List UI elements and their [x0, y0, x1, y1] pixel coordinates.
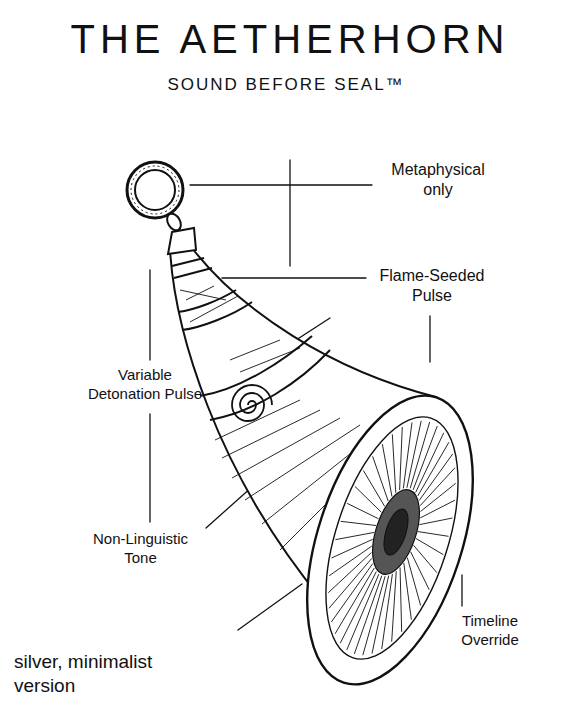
bell-rib: [418, 532, 449, 537]
bell-rib: [400, 568, 402, 632]
bell-rib: [332, 539, 373, 558]
bell-rib: [418, 442, 449, 496]
bell-rib: [407, 421, 421, 488]
callout-label: Flame-Seeded Pulse: [372, 266, 492, 306]
bell-rib: [410, 422, 429, 488]
horn-band: [200, 336, 312, 396]
bell-rib: [420, 468, 455, 506]
bell-rib: [419, 518, 452, 525]
callout-label: Variable Detonation Pulse: [80, 366, 210, 404]
ring-texture: [131, 166, 179, 214]
neck-collar: [168, 228, 196, 254]
bell-rib: [328, 552, 371, 592]
bell-rib: [414, 545, 437, 572]
subtitle: SOUND BEFORE SEAL™: [136, 74, 436, 95]
spiral-ornament: [232, 385, 272, 421]
bell-rib: [340, 572, 376, 644]
leader-line: [222, 277, 366, 278]
engraving-lines: [230, 340, 300, 372]
bell-inner-rim: [300, 401, 484, 675]
neck-band: [174, 268, 212, 278]
bell-rib: [382, 444, 392, 496]
horn-band: [178, 290, 236, 312]
ring-outer: [127, 162, 183, 218]
title: THE AETHERHORN: [4, 14, 572, 64]
bell-rib: [416, 433, 444, 493]
bell-throat-core: [379, 506, 413, 558]
bell-rib: [341, 521, 376, 525]
bell-rib: [416, 538, 443, 554]
bell-rib: [331, 564, 372, 622]
leader-line: [429, 316, 430, 362]
bell-rib: [407, 558, 420, 606]
leader-line: [289, 160, 290, 266]
bell: [275, 375, 505, 705]
neck-band: [172, 258, 204, 266]
bell-rim: [275, 375, 505, 705]
ring-inner: [135, 170, 175, 210]
ring: [127, 162, 184, 233]
note: silver, minimalist version: [14, 650, 184, 698]
bell-rib: [392, 434, 395, 492]
bell-rib: [335, 532, 374, 539]
callout-label: Timeline Override: [440, 612, 540, 650]
horn-band: [210, 350, 330, 420]
leader-line: [190, 184, 372, 185]
bell-rib: [419, 454, 452, 500]
bell-rib: [363, 576, 385, 655]
bell-rib: [403, 422, 412, 488]
bell-rib: [400, 427, 403, 490]
bell-rib: [363, 470, 384, 506]
callout-label: Metaphysical only: [378, 160, 498, 200]
bell-rib: [411, 552, 430, 590]
bell-ribs: [328, 421, 455, 655]
bell-rib: [392, 571, 397, 641]
bell-rib: [421, 483, 456, 511]
leader-line: [149, 270, 150, 360]
bell-rib: [347, 503, 378, 518]
bell-rib: [329, 558, 372, 608]
bell-rib: [329, 546, 372, 576]
leader-line: [238, 584, 302, 630]
bell-rib: [420, 500, 455, 518]
engraving-lines: [180, 286, 238, 322]
leader-line: [461, 575, 462, 606]
callout-label: Non-Linguistic Tone: [78, 530, 203, 568]
bell-rib: [355, 486, 382, 512]
bell-throat: [363, 484, 428, 580]
bell-rib: [347, 574, 379, 650]
horn-band: [182, 302, 252, 330]
bell-rib: [404, 563, 412, 620]
leader-line: [149, 414, 150, 522]
